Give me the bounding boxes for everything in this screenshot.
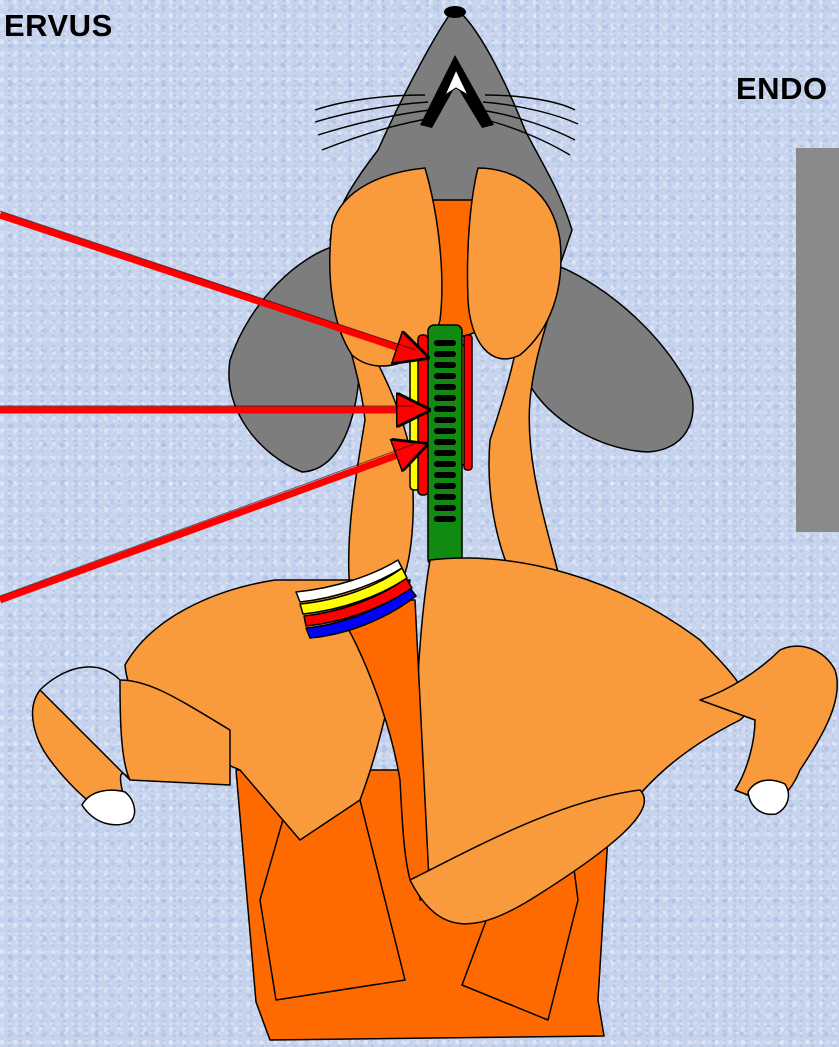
carotid-artery-left [418, 335, 428, 495]
carotid-artery-right [464, 335, 472, 470]
forepaw-left [82, 790, 135, 825]
nose [444, 6, 466, 18]
tracheal-rings [434, 340, 456, 522]
forepaw-right [748, 780, 788, 814]
